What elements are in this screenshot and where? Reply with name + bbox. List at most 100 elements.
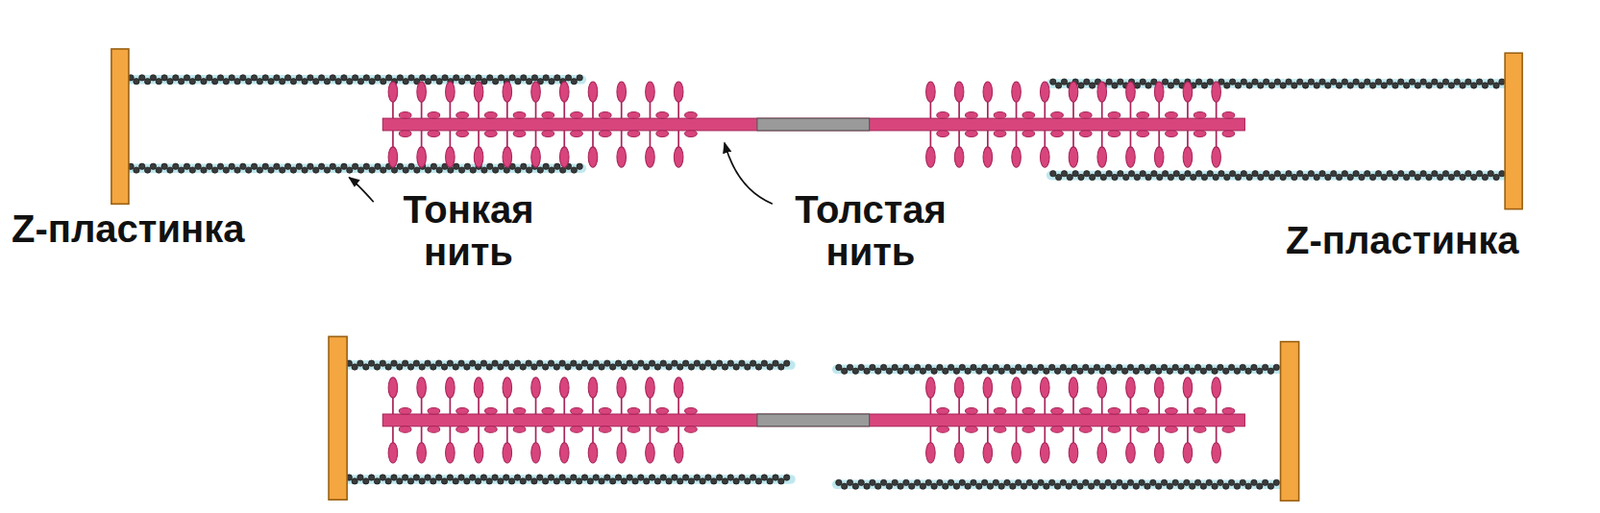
- actin-bead: [447, 167, 454, 173]
- actin-bead: [1341, 78, 1348, 85]
- actin-bead: [638, 474, 644, 481]
- actin-bead: [200, 167, 207, 173]
- actin-bead: [1160, 364, 1167, 370]
- actin-bead: [1078, 82, 1084, 89]
- actin-bead: [976, 368, 983, 374]
- actin-bead: [335, 78, 342, 85]
- z-disc: [1280, 342, 1300, 502]
- actin-bead: [875, 368, 882, 374]
- actin-bead: [228, 74, 235, 81]
- actin-bead: [424, 167, 431, 173]
- actin-bead: [357, 78, 364, 85]
- actin-bead: [1353, 78, 1359, 85]
- actin-bead: [1194, 364, 1201, 370]
- actin-bead: [363, 74, 370, 81]
- actin-bead: [1217, 364, 1224, 370]
- actin-bead: [1251, 364, 1257, 370]
- actin-bead: [1088, 82, 1095, 89]
- actin-bead: [784, 360, 790, 367]
- actin-bead: [323, 167, 330, 173]
- actin-bead: [705, 474, 712, 481]
- actin-bead: [430, 163, 437, 170]
- actin-bead: [1465, 78, 1472, 85]
- actin-bead: [858, 479, 864, 486]
- actin-bead: [648, 360, 655, 367]
- actin-bead: [385, 478, 392, 485]
- actin-bead: [587, 364, 593, 370]
- actin-bead: [1050, 171, 1057, 177]
- actin-bead: [1431, 171, 1438, 177]
- actin-bead: [665, 364, 672, 370]
- actin-bead: [682, 474, 689, 481]
- actin-bead: [474, 478, 481, 485]
- actin-bead: [441, 364, 447, 370]
- actin-bead: [749, 360, 756, 367]
- actin-bead: [487, 74, 493, 81]
- actin-bead: [183, 74, 190, 81]
- actin-bead: [139, 163, 146, 170]
- actin-bead: [575, 478, 582, 485]
- leader-line: [724, 143, 773, 205]
- actin-bead: [537, 474, 543, 481]
- actin-bead: [1330, 78, 1337, 85]
- actin-bead: [705, 360, 712, 367]
- actin-bead: [598, 364, 605, 370]
- actin-bead: [1054, 483, 1060, 490]
- actin-bead: [1094, 171, 1101, 177]
- actin-bead: [1246, 173, 1253, 180]
- actin-bead: [604, 474, 611, 481]
- actin-bead: [1375, 171, 1381, 177]
- actin-bead: [1261, 479, 1268, 486]
- actin-bead: [391, 167, 397, 173]
- actin-bead: [329, 163, 336, 170]
- actin-bead: [1077, 368, 1084, 374]
- actin-bead: [880, 364, 887, 370]
- actin-bead: [1110, 483, 1117, 490]
- actin-bead: [436, 78, 443, 85]
- actin-bead: [1403, 173, 1409, 180]
- actin-bead: [1252, 78, 1258, 85]
- actin-bead: [222, 167, 229, 173]
- actin-bead: [1183, 364, 1190, 370]
- actin-bead: [531, 478, 538, 485]
- actin-bead: [1128, 171, 1134, 177]
- actin-bead: [497, 478, 504, 485]
- actin-bead: [301, 167, 308, 173]
- actin-bead: [1256, 368, 1263, 374]
- actin-bead: [1178, 483, 1184, 490]
- actin-bead: [1358, 82, 1365, 89]
- actin-bead: [368, 360, 374, 367]
- actin-bead: [1083, 78, 1090, 85]
- actin-bead: [318, 163, 324, 170]
- actin-bead: [840, 368, 847, 374]
- actin-bead: [1267, 483, 1274, 490]
- actin-bead: [419, 74, 426, 81]
- actin-bead: [407, 478, 414, 485]
- actin-bead: [509, 74, 516, 81]
- actin-bead: [520, 163, 527, 170]
- actin-bead: [172, 74, 179, 81]
- actin-bead: [430, 74, 437, 81]
- actin-bead: [1055, 82, 1061, 89]
- actin-bead: [1436, 82, 1443, 89]
- actin-bead: [273, 163, 280, 170]
- actin-bead: [565, 364, 571, 370]
- z-disc: [328, 336, 347, 500]
- actin-bead: [1087, 483, 1094, 490]
- actin-bead: [379, 360, 386, 367]
- actin-bead: [744, 364, 751, 370]
- actin-bead: [262, 74, 269, 81]
- actin-bead: [998, 483, 1005, 490]
- actin-bead: [1105, 479, 1111, 486]
- actin-bead: [1420, 171, 1427, 177]
- actin-bead: [981, 479, 987, 486]
- actin-bead: [665, 478, 672, 485]
- actin-bead: [1224, 82, 1231, 89]
- actin-bead: [671, 360, 678, 367]
- actin-bead: [452, 478, 459, 485]
- actin-bead: [385, 74, 392, 81]
- actin-bead: [660, 474, 666, 481]
- actin-bead: [604, 360, 611, 367]
- actin-bead: [380, 78, 387, 85]
- actin-bead: [547, 360, 554, 367]
